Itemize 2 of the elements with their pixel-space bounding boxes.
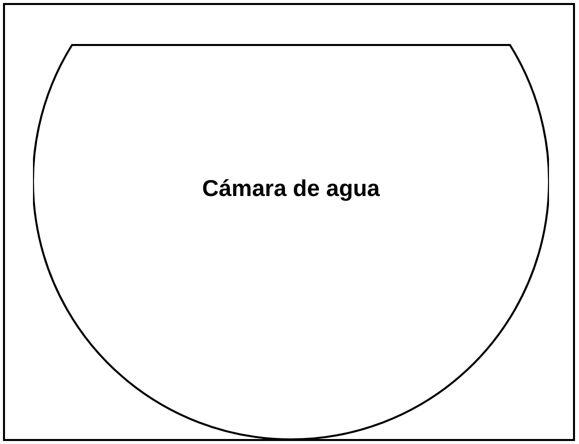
water-chamber-shape — [33, 44, 549, 440]
chamber-label: Cámara de agua — [201, 174, 381, 203]
